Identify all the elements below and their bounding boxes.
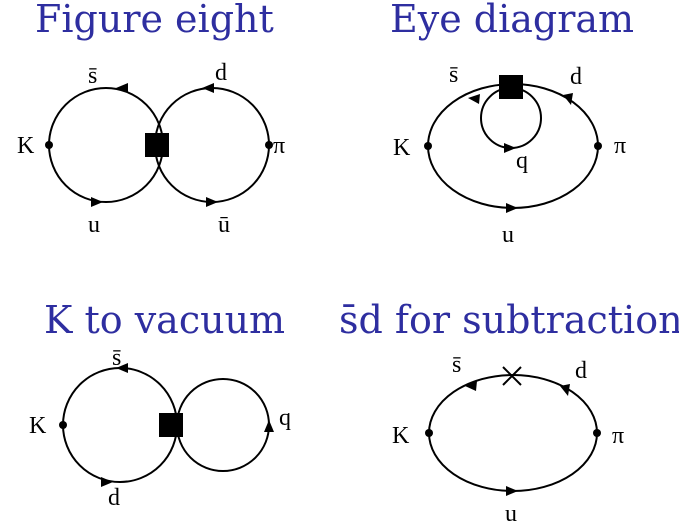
arrow-sbar-icon: [116, 363, 128, 373]
operator-vertex-icon: [499, 75, 523, 99]
label-pi: π: [273, 133, 285, 159]
arrow-d-icon: [563, 93, 573, 105]
label-d: d: [215, 60, 227, 86]
eye-outer-loop: [427, 83, 599, 209]
arrow-d-icon: [560, 384, 570, 396]
subtraction-title: s̄d for subtraction: [339, 298, 679, 342]
label-u: u: [505, 501, 517, 525]
pion-vertex-dot: [594, 142, 602, 150]
label-k: K: [29, 413, 47, 439]
kaon-vertex-dot: [424, 142, 432, 150]
label-d: d: [570, 64, 582, 90]
panel-subtraction: s̄d for subtraction K π s̄ d u: [339, 298, 679, 525]
subtraction-loop: [428, 374, 598, 492]
arrow-q-icon: [504, 143, 516, 153]
pion-vertex-dot: [265, 141, 273, 149]
label-sbar: s̄: [112, 345, 121, 371]
panel-eye-diagram: Eye diagram K π s̄ d q u: [390, 0, 634, 248]
arrow-u-icon: [506, 486, 518, 496]
k-vacuum-right-loop: [176, 378, 270, 472]
label-q: q: [516, 148, 528, 174]
arrow-sbar-icon: [468, 94, 480, 104]
label-pi: π: [612, 423, 624, 449]
label-k: K: [393, 135, 411, 161]
label-d: d: [575, 358, 587, 384]
k-to-vacuum-title: K to vacuum: [44, 298, 285, 342]
arrow-q-icon: [264, 420, 274, 432]
arrow-ubar-icon: [206, 197, 218, 207]
label-d: d: [108, 485, 120, 511]
label-k: K: [392, 423, 410, 449]
arrow-d-icon: [202, 83, 214, 93]
kaon-vertex-dot: [425, 429, 433, 437]
label-sbar: s̄: [88, 63, 97, 89]
label-pi: π: [614, 133, 626, 159]
arrow-u-icon: [91, 197, 103, 207]
arrow-u-icon: [506, 203, 518, 213]
label-ubar: ū: [218, 212, 230, 238]
label-u: u: [502, 222, 514, 248]
figure-eight-title: Figure eight: [35, 0, 274, 41]
kaon-vertex-dot: [59, 421, 67, 429]
label-u: u: [88, 212, 100, 238]
panel-figure-eight: Figure eight K π s̄ d u ū: [17, 0, 285, 238]
arrow-d-icon: [101, 477, 113, 487]
eye-diagram-title: Eye diagram: [390, 0, 634, 41]
pion-vertex-dot: [593, 429, 601, 437]
label-sbar: s̄: [452, 352, 461, 378]
operator-vertex-icon: [159, 413, 183, 437]
figure-eight-right-loop: [154, 87, 270, 203]
kaon-vertex-dot: [45, 141, 53, 149]
arrow-sbar-icon: [465, 381, 477, 391]
arrow-sbar-icon: [116, 83, 128, 93]
panel-k-to-vacuum: K to vacuum K s̄ d q: [29, 298, 291, 511]
cross-insertion-icon: [502, 366, 522, 386]
label-k: K: [17, 133, 35, 159]
operator-vertex-icon: [145, 133, 169, 157]
label-sbar: s̄: [449, 62, 458, 88]
label-q: q: [279, 405, 291, 431]
